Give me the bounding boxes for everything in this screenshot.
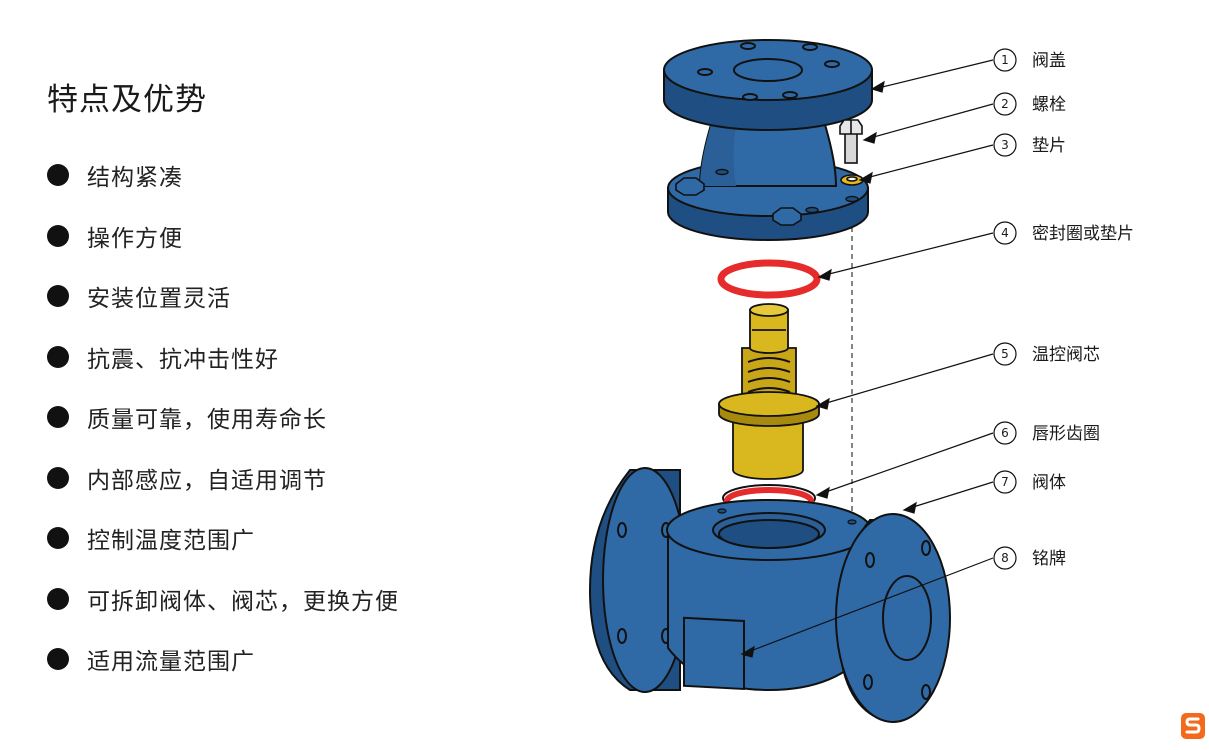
svg-text:温控阀芯: 温控阀芯: [1032, 345, 1100, 365]
callout-8: 8 铭牌: [993, 546, 1066, 570]
bullet-icon: [47, 406, 69, 429]
svg-text:密封圈或垫片: 密封圈或垫片: [1032, 224, 1134, 244]
svg-text:阀盖: 阀盖: [1032, 51, 1066, 71]
bullet-icon: [47, 466, 69, 489]
callout-4: 4 密封圈或垫片: [993, 221, 1134, 245]
feature-item: 内部感应，自适用调节: [47, 448, 399, 509]
feature-list: 结构紧凑 操作方便 安装位置灵活 抗震、抗冲击性好 质量可靠，使用寿命长 内部感…: [47, 145, 399, 690]
bullet-icon: [47, 285, 69, 308]
nameplate-part: [683, 616, 745, 691]
leader-lines: [740, 59, 994, 658]
svg-text:8: 8: [1001, 551, 1009, 565]
feature-item: 适用流量范围广: [47, 629, 399, 690]
callout-6: 6 唇形齿圈: [993, 421, 1100, 445]
callout-3: 3 垫片: [993, 133, 1066, 157]
svg-text:6: 6: [1001, 426, 1009, 440]
feature-item: 控制温度范围广: [47, 508, 399, 569]
bullet-icon: [47, 648, 69, 671]
features-panel: 特点及优势 结构紧凑 操作方便 安装位置灵活 抗震、抗冲击性好 质量可靠，使用寿…: [0, 0, 560, 750]
svg-text:螺栓: 螺栓: [1032, 95, 1066, 115]
watermark-logo-icon: [1181, 713, 1205, 739]
svg-text:垫片: 垫片: [1032, 136, 1066, 156]
svg-text:铭牌: 铭牌: [1032, 549, 1066, 569]
feature-item: 质量可靠，使用寿命长: [47, 387, 399, 448]
callout-5: 5 温控阀芯: [993, 342, 1100, 366]
svg-text:4: 4: [1001, 226, 1009, 240]
thermostatic-cartridge-part: [718, 303, 820, 480]
feature-item: 安装位置灵活: [47, 266, 399, 327]
svg-text:7: 7: [1001, 475, 1009, 489]
feature-item: 结构紧凑: [47, 145, 399, 206]
svg-text:1: 1: [1001, 53, 1009, 67]
features-title: 特点及优势: [47, 82, 207, 118]
bullet-icon: [47, 164, 69, 187]
callout-7: 7 阀体: [993, 470, 1066, 494]
svg-text:2: 2: [1001, 97, 1009, 111]
seal-ring-part: [717, 259, 821, 299]
svg-text:阀体: 阀体: [1032, 473, 1066, 493]
bullet-icon: [47, 587, 69, 610]
feature-item: 操作方便: [47, 206, 399, 267]
feature-item: 抗震、抗冲击性好: [47, 327, 399, 388]
bolt-part: [839, 119, 863, 164]
svg-text:3: 3: [1001, 138, 1009, 152]
bullet-icon: [47, 527, 69, 550]
bonnet-part: [663, 39, 873, 241]
bullet-icon: [47, 345, 69, 368]
svg-text:唇形齿圈: 唇形齿圈: [1032, 424, 1100, 444]
callout-1: 1 阀盖: [993, 48, 1066, 72]
bullet-icon: [47, 224, 69, 247]
feature-item: 可拆卸阀体、阀芯，更换方便: [47, 569, 399, 630]
callout-2: 2 螺栓: [993, 92, 1066, 116]
svg-text:5: 5: [1001, 347, 1009, 361]
valve-body-part: [588, 467, 951, 723]
